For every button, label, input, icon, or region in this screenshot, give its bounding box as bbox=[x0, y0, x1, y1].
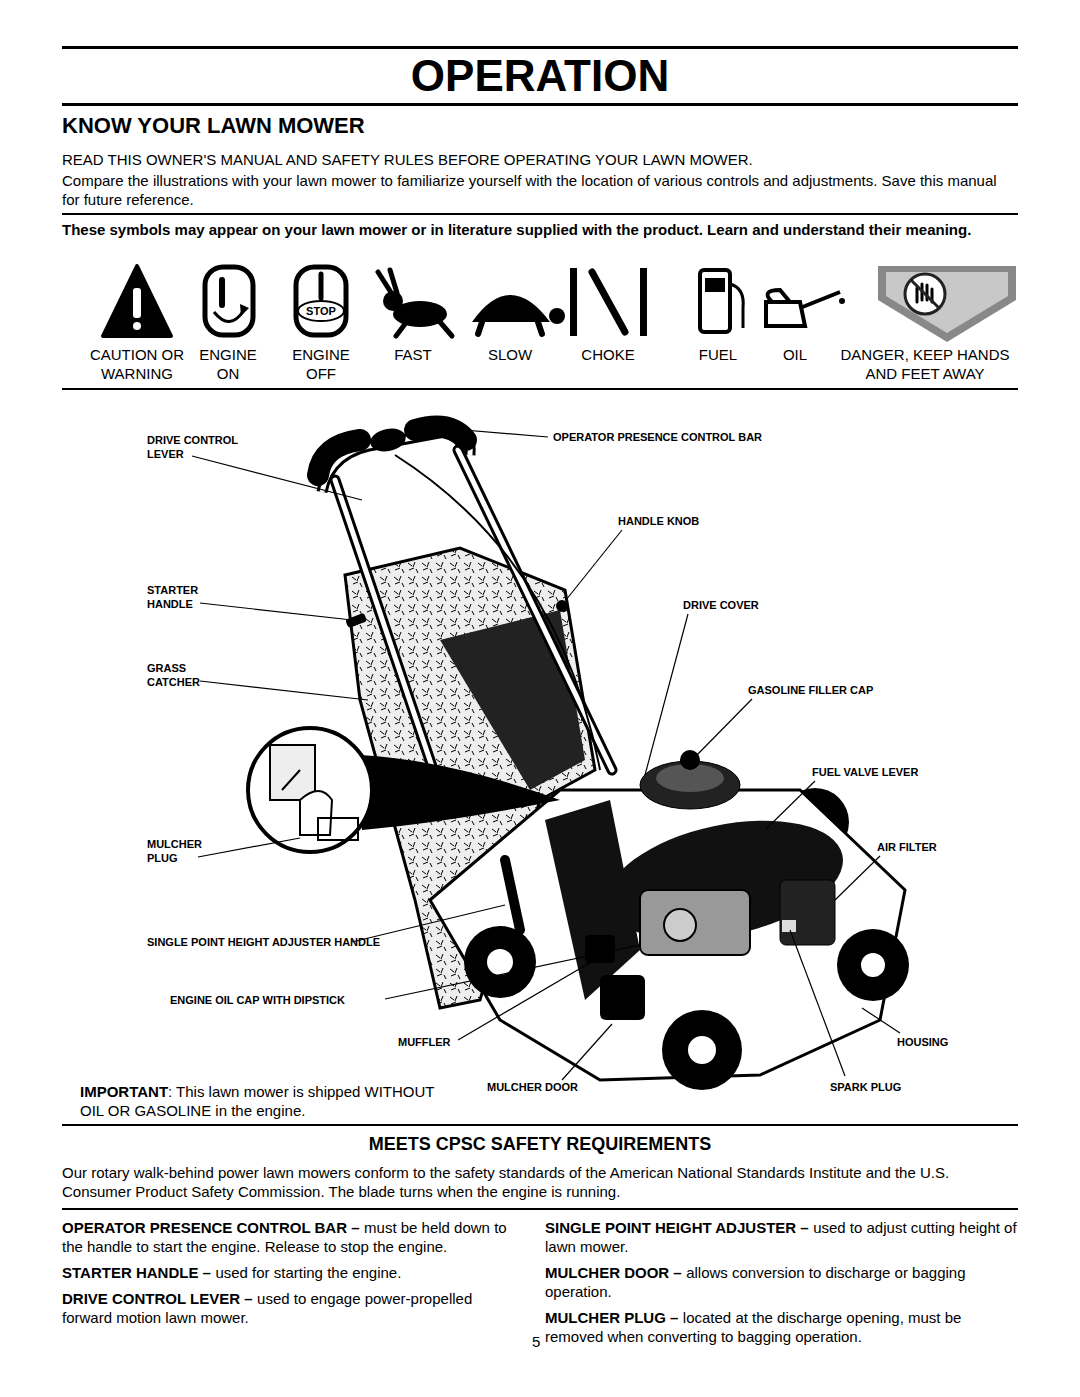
definition-item: STARTER HANDLE –used for starting the en… bbox=[62, 1263, 524, 1282]
callout-label: MULCHER DOOR bbox=[487, 1080, 578, 1094]
wheel bbox=[464, 926, 536, 998]
wheel bbox=[837, 929, 909, 1001]
callout-label: DRIVE COVER bbox=[683, 598, 759, 612]
control-bar bbox=[318, 440, 360, 475]
rule bbox=[62, 1124, 1018, 1126]
definition-item: DRIVE CONTROL LEVER –used to engage powe… bbox=[62, 1289, 524, 1327]
term-label: MULCHER DOOR – bbox=[545, 1264, 682, 1281]
text-column: IMPORTANT: This lawn mower is shipped WI… bbox=[80, 1082, 450, 1127]
symbol-caption: CAUTION OR WARNING bbox=[82, 345, 192, 383]
callout-label: OPERATOR PRESENCE CONTROL BAR bbox=[553, 430, 762, 444]
callout-label: DRIVE CONTROL LEVER bbox=[147, 433, 267, 461]
rule bbox=[62, 1208, 1018, 1210]
symbol-caption: FAST bbox=[383, 345, 443, 364]
rules bbox=[62, 46, 1018, 1210]
callout-label: HANDLE KNOB bbox=[618, 514, 699, 528]
callout-label: GRASS CATCHER bbox=[147, 661, 222, 689]
rule bbox=[62, 46, 1018, 49]
symbol-caption: ENGINE OFF bbox=[284, 345, 358, 383]
instruction-text: READ THIS OWNER'S MANUAL AND SAFETY RULE… bbox=[62, 150, 1018, 169]
term-label: OPERATOR PRESENCE CONTROL BAR – bbox=[62, 1219, 360, 1236]
oil-symbol bbox=[766, 290, 845, 326]
handle-knob bbox=[556, 600, 568, 612]
callout-label: FUEL VALVE LEVER bbox=[812, 765, 918, 779]
symbol-icons bbox=[103, 266, 1016, 342]
symbol-caption: FUEL bbox=[688, 345, 748, 364]
body-text: Compare the illustrations with your lawn… bbox=[62, 171, 1018, 209]
symbol-caption: DANGER, KEEP HANDS AND FEET AWAY bbox=[830, 345, 1020, 383]
filler-cap bbox=[680, 750, 700, 770]
handle bbox=[335, 450, 612, 790]
symbol-caption: CHOKE bbox=[573, 345, 643, 364]
section-heading: KNOW YOUR LAWN MOWER bbox=[62, 113, 1018, 139]
definition-item: MULCHER DOOR –allows conversion to disch… bbox=[545, 1263, 1018, 1301]
engine-shroud bbox=[596, 801, 854, 958]
symbol-caption: OIL bbox=[775, 345, 815, 364]
inset-connector bbox=[360, 755, 560, 830]
term-description: used for starting the engine. bbox=[215, 1264, 401, 1281]
body-text-bold: These symbols may appear on your lawn mo… bbox=[62, 220, 1018, 239]
wheel bbox=[662, 1010, 742, 1090]
definition-item: SINGLE POINT HEIGHT ADJUSTER –used to ad… bbox=[545, 1218, 1018, 1256]
callout-label: SINGLE POINT HEIGHT ADJUSTER HANDLE bbox=[147, 935, 397, 949]
spark-plug bbox=[782, 920, 796, 932]
choke-symbol bbox=[570, 268, 647, 336]
inset-circle bbox=[248, 728, 372, 852]
callout-label: HOUSING bbox=[897, 1035, 948, 1049]
callout-label: SPARK PLUG bbox=[830, 1080, 901, 1094]
fuel-symbol bbox=[700, 270, 743, 332]
definition-item: OPERATOR PRESENCE CONTROL BAR –must be h… bbox=[62, 1218, 524, 1256]
term-label: SINGLE POINT HEIGHT ADJUSTER – bbox=[545, 1219, 809, 1236]
text-column: OPERATOR PRESENCE CONTROL BAR –must be h… bbox=[62, 1218, 524, 1334]
page-title: OPERATION bbox=[62, 51, 1018, 101]
term-label: MULCHER PLUG – bbox=[545, 1309, 678, 1326]
callout-label: ENGINE OIL CAP WITH DIPSTICK bbox=[170, 993, 345, 1007]
text-column: SINGLE POINT HEIGHT ADJUSTER –used to ad… bbox=[545, 1218, 1018, 1353]
air-filter bbox=[780, 880, 835, 945]
danger-symbol bbox=[878, 266, 1016, 342]
symbol-caption: SLOW bbox=[480, 345, 540, 364]
engine-on-symbol bbox=[205, 267, 253, 335]
callout-label: GASOLINE FILLER CAP bbox=[748, 683, 873, 697]
callout-label: MULCHER PLUG bbox=[147, 837, 222, 865]
mulcher-door bbox=[600, 975, 645, 1020]
term-label: IMPORTANT bbox=[80, 1083, 168, 1100]
callout-label: STARTER HANDLE bbox=[147, 583, 222, 611]
mulcher-plug bbox=[300, 791, 332, 835]
starter-handle bbox=[345, 613, 367, 628]
rule bbox=[62, 213, 1018, 215]
engine-block bbox=[640, 890, 750, 955]
leader-lines bbox=[192, 428, 900, 1080]
engine-off-symbol bbox=[296, 267, 346, 335]
rule bbox=[62, 388, 1018, 390]
drive-cable bbox=[395, 455, 600, 770]
body-text: Our rotary walk-behind power lawn mowers… bbox=[62, 1163, 1018, 1201]
definition-item: MULCHER PLUG –located at the discharge o… bbox=[545, 1308, 1018, 1346]
muffler bbox=[585, 935, 615, 963]
section-heading: MEETS CPSC SAFETY REQUIREMENTS bbox=[62, 1133, 1018, 1155]
slow-symbol bbox=[472, 295, 565, 334]
callout-label: MUFFLER bbox=[398, 1035, 451, 1049]
term-label: STARTER HANDLE – bbox=[62, 1264, 211, 1281]
callout-label: AIR FILTER bbox=[877, 840, 937, 854]
height-adjuster bbox=[505, 860, 520, 930]
term-label: DRIVE CONTROL LEVER – bbox=[62, 1290, 253, 1307]
stop-text: STOP bbox=[296, 304, 346, 318]
catcher-opening bbox=[440, 610, 585, 790]
definition-item: IMPORTANT: This lawn mower is shipped WI… bbox=[80, 1082, 450, 1120]
symbol-caption: ENGINE ON bbox=[192, 345, 264, 383]
fast-symbol bbox=[378, 270, 452, 336]
lawn-mower-illustration bbox=[248, 425, 909, 1090]
rule bbox=[62, 103, 1018, 106]
caution-symbol bbox=[103, 266, 171, 336]
